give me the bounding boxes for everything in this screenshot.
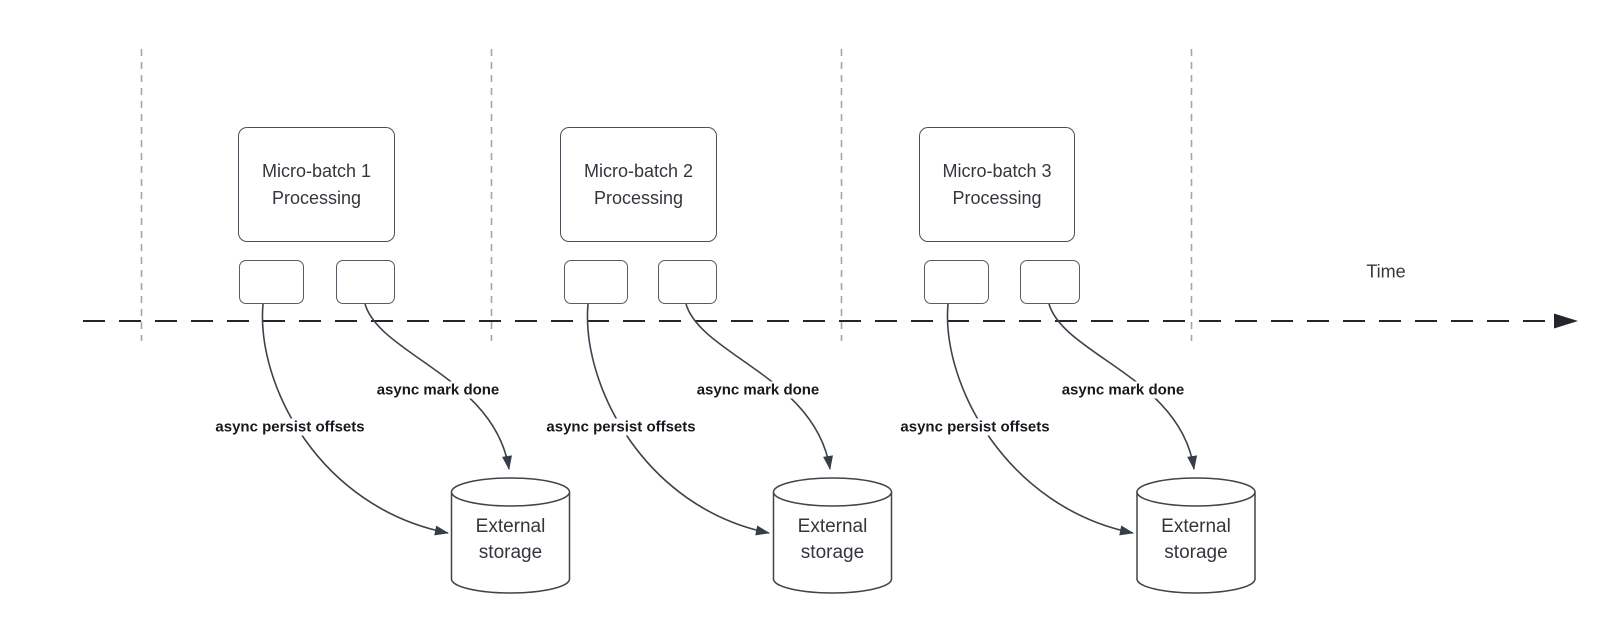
mark-done-label-3: async mark done [1058,381,1188,399]
mark-done-arrow-3 [1048,303,1198,470]
persist-offsets-label-2: async persist offsets [543,418,699,436]
mark-done-label-1: async mark done [373,381,503,399]
batch-2-mark-done-task-box [658,260,717,304]
micro-batch-1-box: Micro-batch 1 Processing [238,127,395,242]
persist-offsets-arrow-2 [586,303,770,536]
batch-3-persist-task-box [924,260,989,304]
micro-batch-2-box: Micro-batch 2 Processing [560,127,717,242]
batch-1-mark-done-task-box [336,260,395,304]
time-axis-label: Time [1366,261,1406,282]
time-axis-arrowhead-icon [1554,313,1578,329]
mark-done-arrow-2 [685,303,833,470]
batch-1-persist-task-box [239,260,304,304]
external-storage-label-3: External storage [1161,516,1231,563]
persist-offsets-arrow-1 [261,303,449,536]
persist-offsets-arrow-3 [946,303,1134,536]
micro-batch-3-box: Micro-batch 3 Processing [919,127,1075,242]
persist-offsets-label-3: async persist offsets [897,418,1053,436]
external-storage-label-1: External storage [475,516,546,563]
external-storage-label-2: External storage [797,516,868,563]
external-storage-cylinder-2 [772,477,893,594]
external-storage-cylinder-3 [1136,477,1256,594]
batch-2-persist-task-box [564,260,628,304]
persist-offsets-label-1: async persist offsets [212,418,368,436]
mark-done-label-2: async mark done [693,381,823,399]
batch-3-mark-done-task-box [1020,260,1080,304]
external-storage-cylinder-1 [450,477,571,594]
mark-done-arrow-1 [364,303,512,470]
